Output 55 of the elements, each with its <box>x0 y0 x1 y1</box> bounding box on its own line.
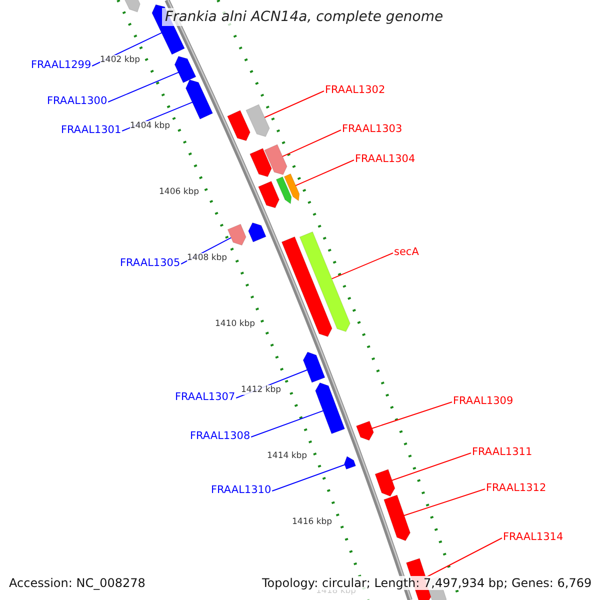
gene-shape <box>374 469 396 497</box>
footer-text: Accession: NC_008278 <box>9 576 146 590</box>
gene-shape <box>344 456 356 470</box>
gene-label: FRAAL1302 <box>325 84 386 96</box>
gene-label: FRAAL1307 <box>175 391 236 403</box>
gene-label: FRAAL1303 <box>342 123 402 135</box>
gene-shape <box>258 180 280 208</box>
leader-line <box>264 90 324 118</box>
gene-shape <box>248 222 266 242</box>
scale-label: 1414 kbp <box>267 451 308 461</box>
gene-label: FRAAL1308 <box>190 430 250 442</box>
leader-line <box>331 252 394 280</box>
gene-label: FRAAL1310 <box>211 484 272 496</box>
leader-line <box>250 410 324 438</box>
gene-label: FRAAL1300 <box>47 95 108 107</box>
leader-line <box>108 72 180 102</box>
gene-shape <box>227 224 246 246</box>
gene-shape <box>185 79 214 120</box>
gene-shape <box>276 176 292 204</box>
gene-shape <box>284 173 300 202</box>
scale-label: 1402 kbp <box>100 55 140 65</box>
gene-shape <box>384 494 411 542</box>
scale-label: 1410 kbp <box>215 319 256 329</box>
gene-shape <box>281 236 332 337</box>
leader-line <box>371 402 452 429</box>
leader-line <box>391 452 472 481</box>
gene-shape <box>315 382 346 434</box>
leader-line <box>425 538 502 578</box>
gene-label: FRAAL1304 <box>355 153 416 165</box>
gene-shape <box>299 231 350 332</box>
gene-shape <box>302 352 326 383</box>
gene-shape <box>122 0 140 12</box>
leader-line <box>272 464 346 492</box>
gene-shape <box>250 148 272 178</box>
leader-line <box>294 160 354 186</box>
gene-label: FRAAL1301 <box>61 124 122 136</box>
scale-label: 1416 kbp <box>292 517 332 527</box>
gene-label: FRAAL1312 <box>486 482 546 494</box>
gene-shape <box>174 56 196 84</box>
gene-shape <box>227 110 250 142</box>
leader-line <box>282 130 342 158</box>
gene-label: FRAAL1314 <box>503 531 564 543</box>
gene-label: secA <box>394 246 419 258</box>
gene-label: FRAAL1299 <box>31 59 92 71</box>
gene-shape <box>356 420 374 441</box>
scale-label: 1404 kbp <box>130 121 170 131</box>
scale-label: 1406 kbp <box>159 187 200 197</box>
scale-label: 1412 kbp <box>241 385 282 395</box>
gene-shape <box>246 104 270 137</box>
gene-shape <box>264 144 288 176</box>
gene-label: FRAAL1305 <box>120 257 180 269</box>
scale-label: 1408 kbp <box>187 253 228 263</box>
gene-label: FRAAL1309 <box>453 395 514 407</box>
gene-label: FRAAL1311 <box>472 446 532 458</box>
leader-line <box>403 488 486 516</box>
